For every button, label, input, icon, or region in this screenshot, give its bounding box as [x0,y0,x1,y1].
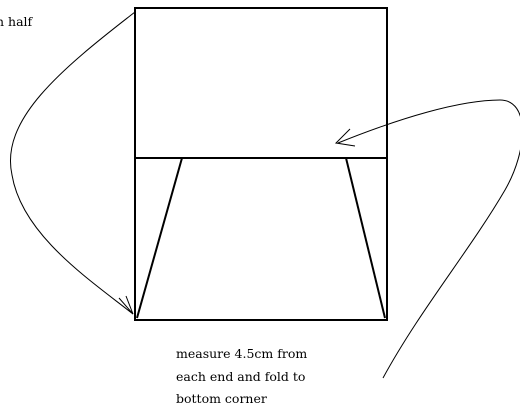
left-arrowhead [118,295,134,315]
right-curved-arrow [337,99,520,379]
instruction-line-2: each end and fold to [176,369,305,384]
right-diagonal-fold-line [345,157,386,319]
left-diagonal-fold-line [136,157,183,319]
left-curved-arrow [10,11,136,315]
instruction-line-1: measure 4.5cm from [176,346,307,361]
right-arrowhead [334,128,356,147]
instruction-line-3: bottom corner [176,391,267,406]
paper-outline [134,7,388,321]
fold-in-half-label: n half [0,14,34,29]
